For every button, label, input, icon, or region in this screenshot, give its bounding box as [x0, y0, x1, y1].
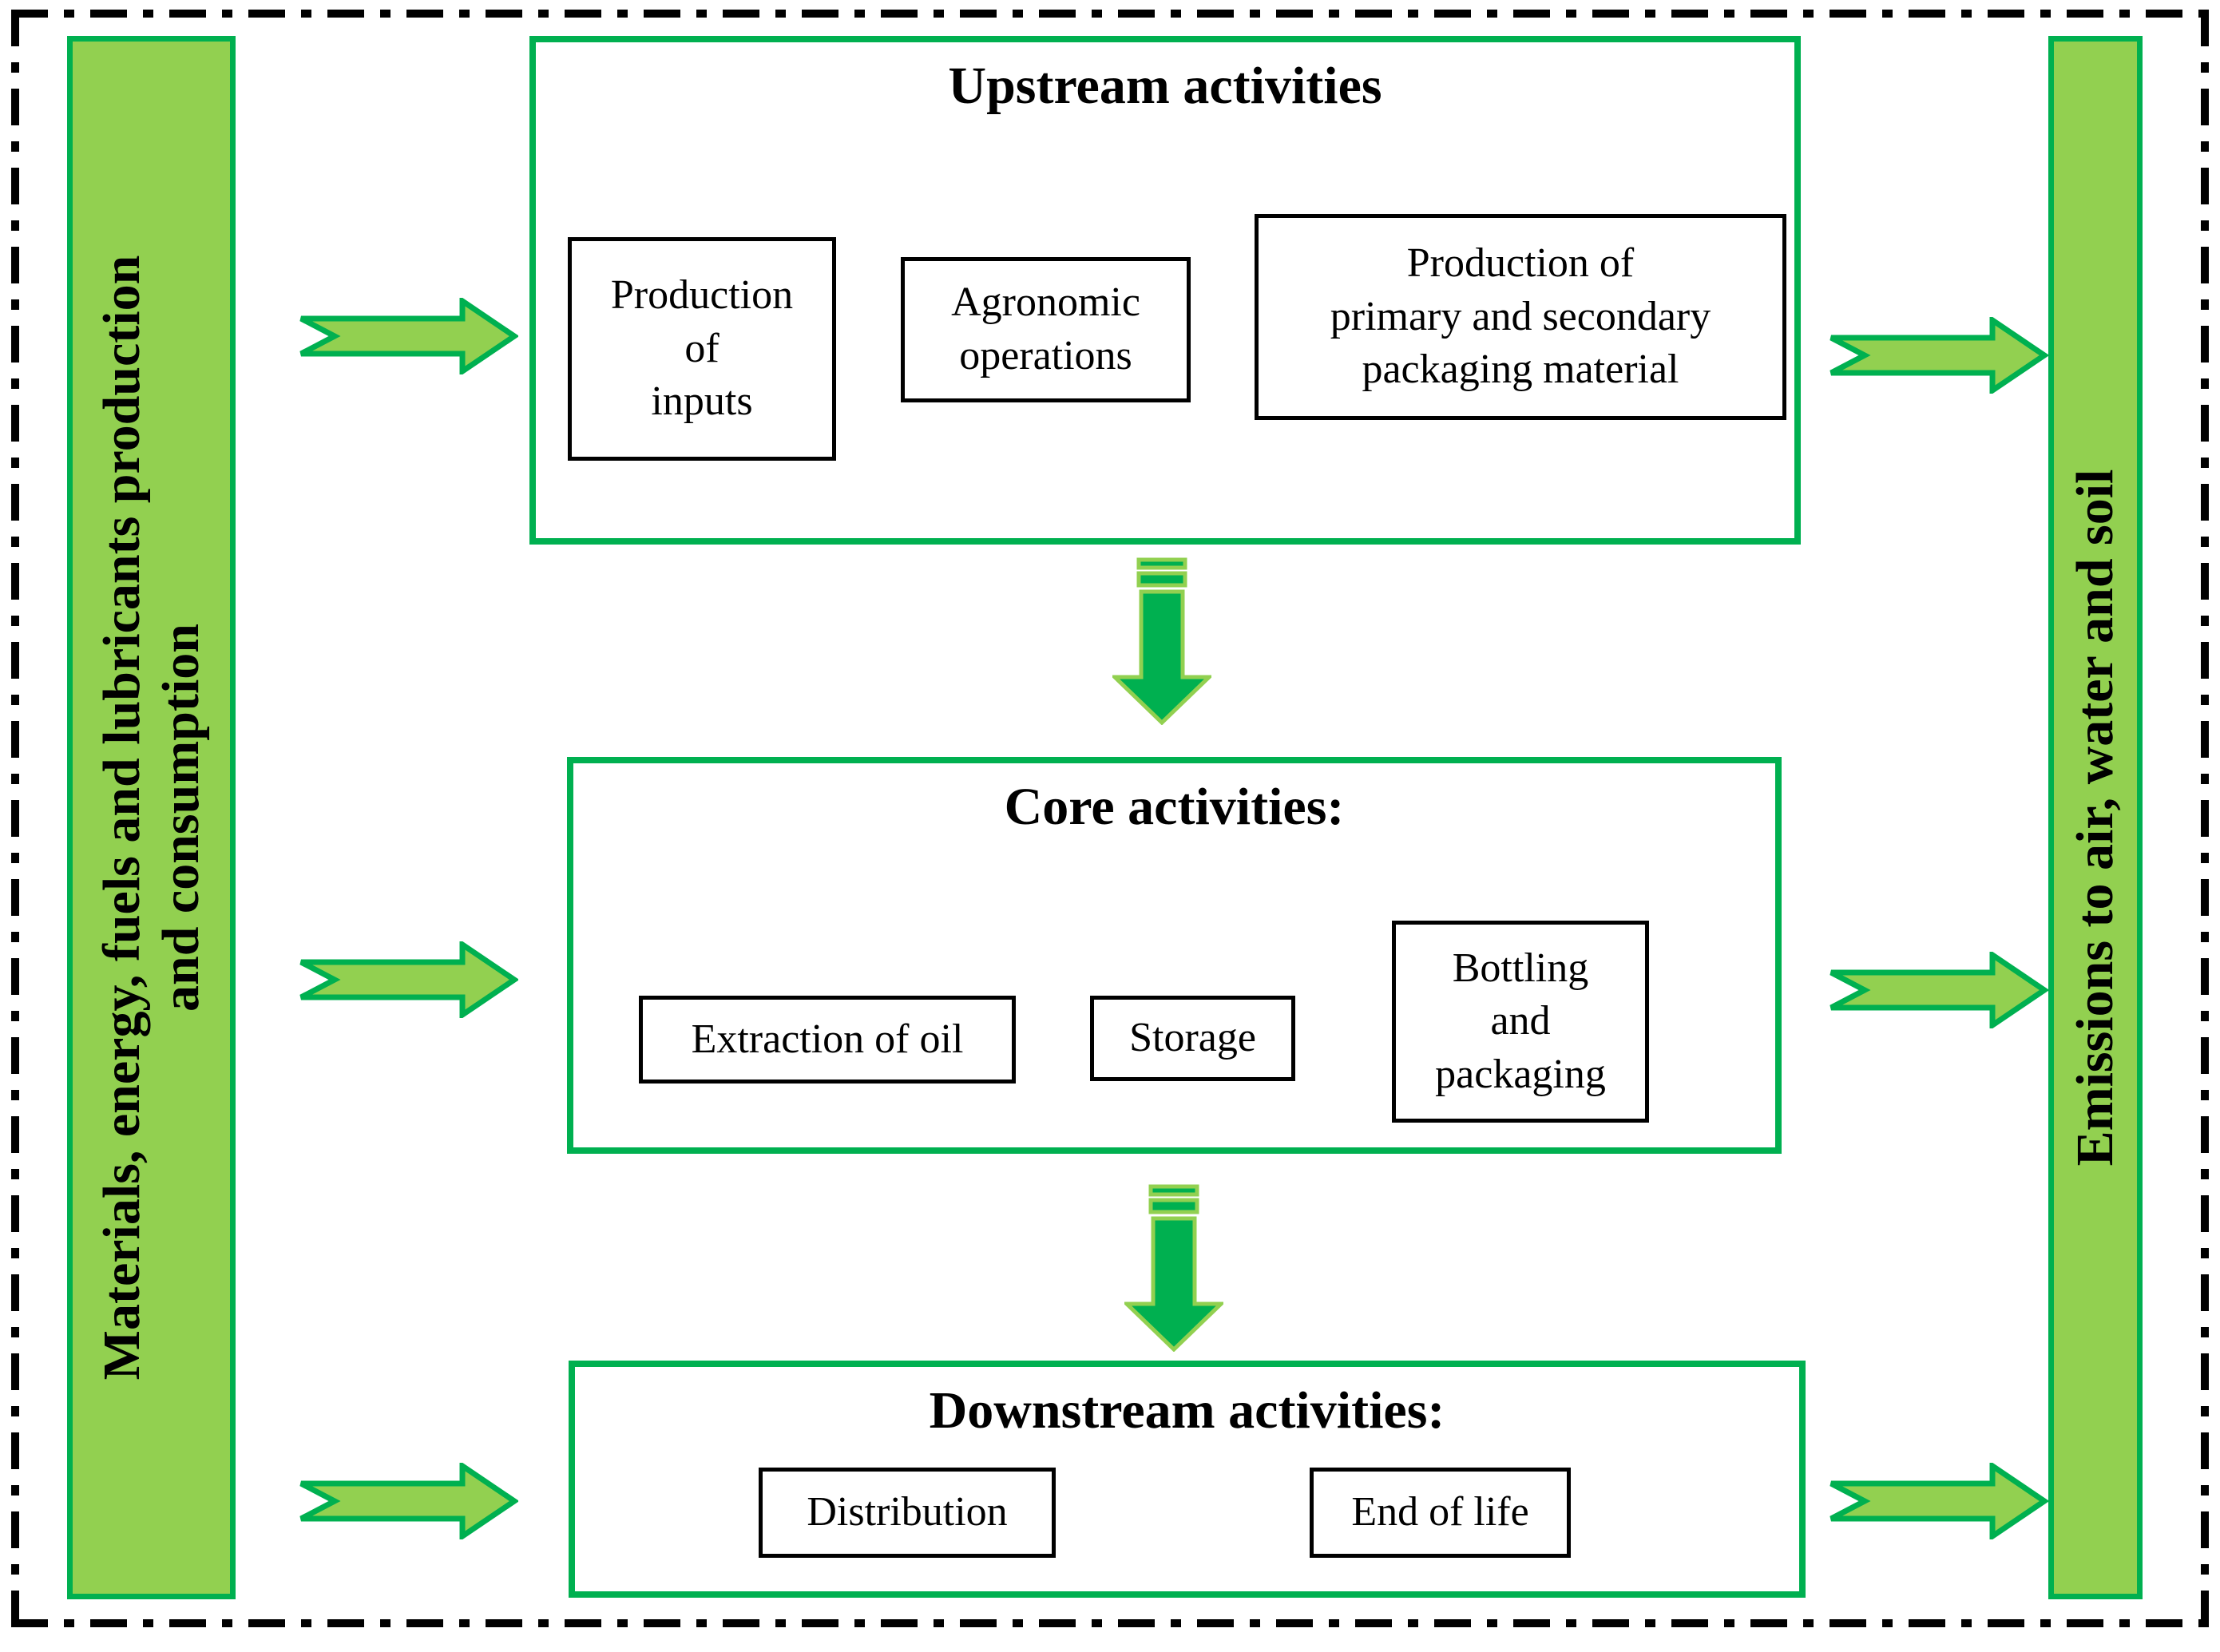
frame-border-top: [11, 10, 2209, 18]
process-box-agronomic-operations: Agronomic operations: [901, 257, 1191, 402]
emission-arrow-core-icon: [1828, 952, 2048, 1028]
flow-down-arrow-core-to-downstream-icon: [1124, 1184, 1223, 1352]
frame-border-left: [11, 10, 19, 1627]
frame-border-right: [2201, 10, 2209, 1627]
emission-arrow-downstream-icon: [1828, 1463, 2048, 1539]
inputs-bar: Materials, energy, fuels and lubricants …: [67, 36, 236, 1599]
inputs-bar-label: Materials, energy, fuels and lubricants …: [92, 255, 210, 1381]
emissions-bar: Emissions to air, water and soil: [2048, 36, 2143, 1599]
process-box-distribution: Distribution: [759, 1468, 1056, 1558]
process-box-extraction-of-oil: Extraction of oil: [639, 996, 1016, 1084]
emissions-bar-label: Emissions to air, water and soil: [2066, 469, 2125, 1167]
frame-border-bottom: [11, 1619, 2209, 1627]
process-box-packaging-material-production: Production of primary and secondary pack…: [1255, 214, 1786, 420]
upstream-activities-title: Upstream activities: [948, 57, 1382, 115]
process-box-end-of-life: End of life: [1310, 1468, 1571, 1558]
process-box-production-of-inputs: Production of inputs: [568, 237, 836, 461]
input-arrow-core-icon: [298, 941, 518, 1018]
process-box-storage: Storage: [1090, 996, 1295, 1081]
process-box-bottling-and-packaging: Bottling and packaging: [1392, 921, 1649, 1123]
core-activities-title: Core activities:: [1004, 778, 1345, 836]
input-arrow-downstream-icon: [298, 1463, 518, 1539]
emission-arrow-upstream-icon: [1828, 317, 2048, 394]
flow-down-arrow-upstream-to-core-icon: [1112, 557, 1211, 725]
input-arrow-upstream-icon: [298, 298, 518, 374]
downstream-activities-title: Downstream activities:: [929, 1381, 1445, 1440]
